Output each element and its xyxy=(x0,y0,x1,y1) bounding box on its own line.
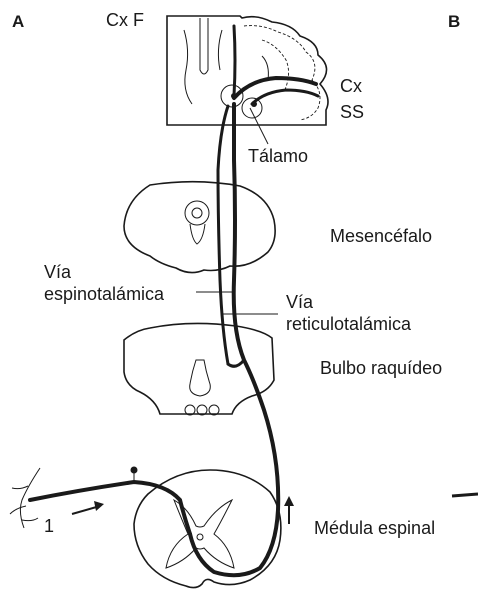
thalamus-relay-dot xyxy=(231,93,237,99)
reticular-branch xyxy=(228,360,244,366)
cx-label: Cx xyxy=(340,76,362,96)
via-left-label: Vía xyxy=(44,262,71,282)
cx-f-label: Cx F xyxy=(106,10,144,30)
medulla-section xyxy=(124,323,274,415)
via-right-label: Vía xyxy=(286,292,313,312)
afferent-direction-arrow xyxy=(72,501,104,514)
fiber-number-label: 1 xyxy=(44,516,54,536)
medula-label: Médula espinal xyxy=(314,518,435,538)
thalamo-cortical-f xyxy=(234,26,235,96)
reticulotalamica-label: reticulotalámica xyxy=(286,314,411,334)
spinothalamic-tract xyxy=(190,104,278,575)
thalamo-cortical-ss xyxy=(234,78,316,98)
bulbo-label: Bulbo raquídeo xyxy=(320,358,442,378)
mesencefalo-label: Mesencéfalo xyxy=(330,226,432,246)
talamo-label: Tálamo xyxy=(248,146,308,166)
midbrain-section xyxy=(124,182,275,273)
ss-label: SS xyxy=(340,102,364,122)
panel-b-marker xyxy=(452,494,478,496)
panel-b-label: B xyxy=(448,12,460,32)
thalamo-cortical-ss-2 xyxy=(252,90,318,104)
panel-a-label: A xyxy=(12,12,24,32)
espinotalamica-label: espinotalámica xyxy=(44,284,164,304)
cortex-section xyxy=(167,16,328,125)
talamo-leader xyxy=(250,108,268,144)
thalamus-relay-dot-2 xyxy=(251,101,257,107)
ascending-direction-arrow xyxy=(284,496,294,524)
